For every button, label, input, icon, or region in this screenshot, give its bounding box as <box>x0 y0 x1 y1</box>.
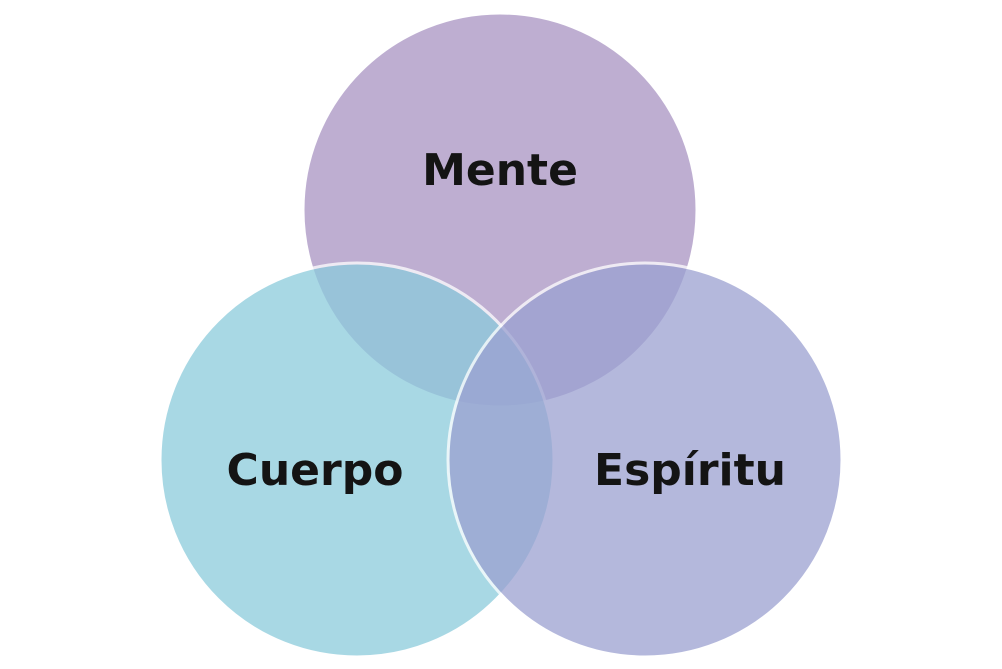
label-espiritu: Espíritu <box>594 445 786 496</box>
circle-espiritu <box>446 261 844 659</box>
label-mente: Mente <box>422 145 578 196</box>
label-cuerpo: Cuerpo <box>227 445 404 496</box>
